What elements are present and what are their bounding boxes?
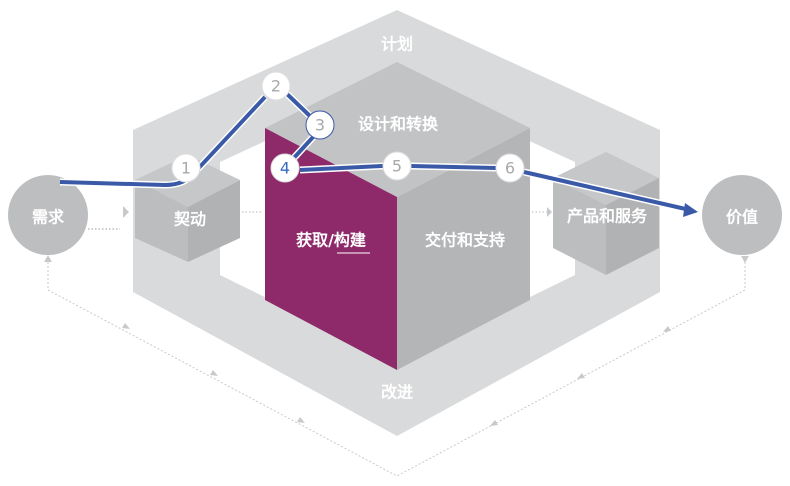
svg-text:1: 1 (181, 159, 191, 178)
step-6: 6 (495, 153, 525, 183)
deliver-support-face (397, 128, 530, 370)
step-2: 2 (261, 71, 291, 101)
svg-text:4: 4 (280, 159, 290, 178)
plan-label: 计划 (381, 35, 413, 54)
value-label: 价值 (726, 208, 758, 227)
feedback-arrow-icon (44, 255, 52, 262)
svg-text:6: 6 (505, 159, 515, 178)
design-transition-label: 设计和转换 (358, 115, 439, 134)
path-arrowhead-icon (683, 203, 698, 217)
value-circle (702, 175, 782, 255)
demand-circle (8, 175, 88, 255)
feedback-arrow-icon (741, 256, 749, 263)
svg-text:5: 5 (392, 157, 402, 176)
acquire-build-label: 获取/构建 (296, 231, 366, 250)
engage-label: 契动 (173, 210, 206, 229)
plan-improve-frame (133, 10, 660, 436)
deliver-support-label: 交付和支持 (425, 231, 505, 250)
demand-label: 需求 (32, 208, 65, 227)
central-cube (265, 62, 530, 370)
arrow-icon (123, 206, 129, 218)
acquire-build-face (265, 128, 397, 370)
engage-cube (135, 155, 240, 262)
svg-text:3: 3 (315, 116, 325, 135)
step-4: 4 (270, 153, 300, 183)
step-3: 3 (305, 110, 335, 140)
step-1: 1 (171, 153, 201, 183)
improve-label: 改进 (381, 383, 413, 402)
feedback-loop-line (47, 258, 746, 477)
products-cube (553, 152, 659, 275)
feedback-arrows (122, 323, 671, 426)
svg-text:2: 2 (271, 77, 281, 96)
step-5: 5 (382, 151, 412, 181)
arrow-icon (547, 207, 552, 217)
products-services-label: 产品和服务 (567, 207, 648, 226)
